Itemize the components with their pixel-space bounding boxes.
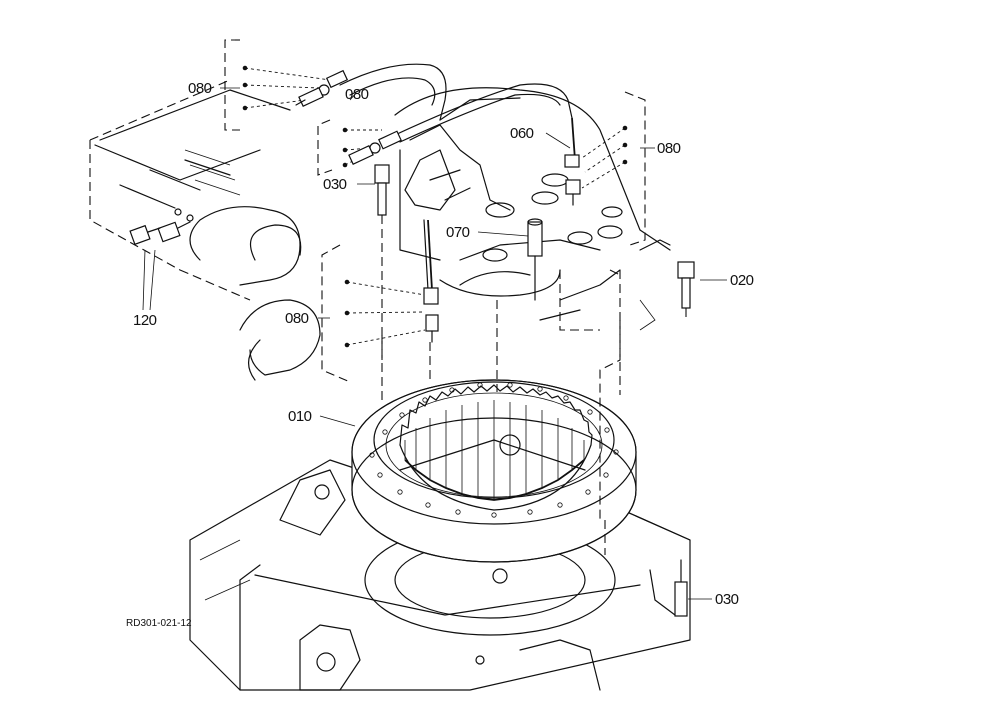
slewing-bearing — [351, 379, 637, 563]
fitting-group-top-left — [224, 39, 349, 131]
callout-020: 020 — [730, 272, 754, 289]
bolt-030-upper — [374, 164, 390, 360]
leader-lines — [142, 87, 727, 600]
fitting-group-top-mid — [317, 119, 402, 176]
fitting-group-left-lower — [321, 244, 439, 383]
guide-lines — [381, 269, 621, 400]
fitting-group-right — [564, 91, 646, 246]
callout-060: 060 — [510, 125, 534, 142]
upper-frame — [89, 79, 671, 381]
bolt-020 — [599, 261, 695, 520]
callout-080-top-left: 080 — [188, 80, 212, 97]
callout-080-top-mid: 080 — [345, 86, 369, 103]
callout-030-upper: 030 — [323, 176, 347, 193]
callout-120: 120 — [133, 312, 157, 329]
hydraulic-hoses — [339, 63, 576, 291]
drawing-reference-code: RD301-021-12 — [126, 618, 192, 629]
pin-070 — [527, 218, 543, 301]
bolt-030-lower — [604, 520, 688, 617]
callout-070: 070 — [446, 224, 470, 241]
callout-080-left-lower: 080 — [285, 310, 309, 327]
callout-030-lower: 030 — [715, 591, 739, 608]
callout-080-right: 080 — [657, 140, 681, 157]
callout-010: 010 — [288, 408, 312, 425]
grease-nipples-120 — [129, 208, 194, 246]
